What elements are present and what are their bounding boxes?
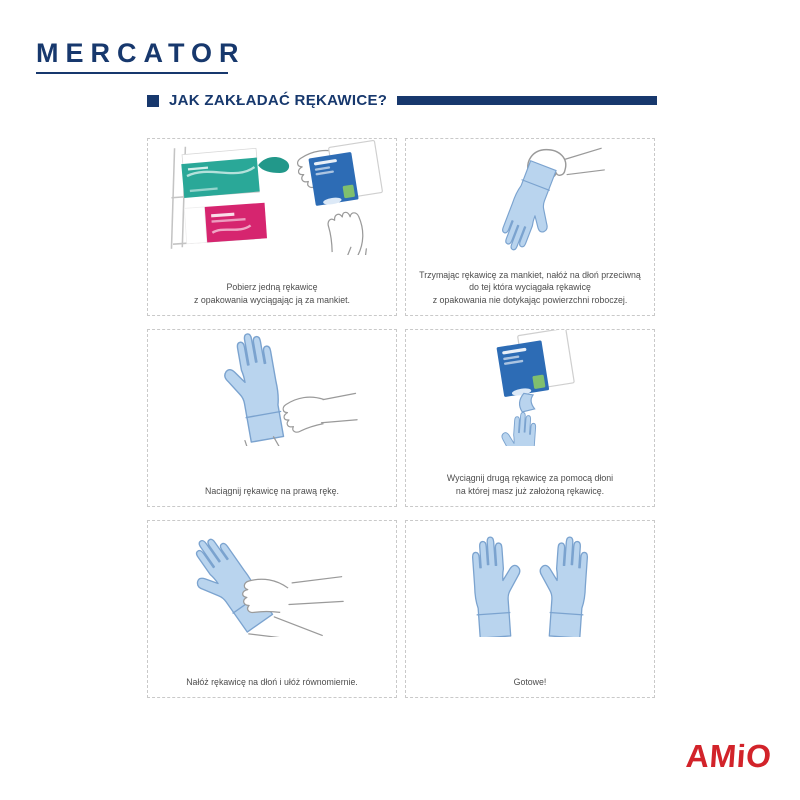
step-2-caption: Trzymając rękawicę za mankiet, nałóż na …: [419, 270, 641, 305]
glove-boxes-on-wall-rack-illustration: [170, 139, 384, 255]
left-glove-icon: [470, 534, 525, 637]
both-hands-gloved-illustration: [470, 534, 590, 637]
step-5-caption: Nałóż rękawicę na dłoń i ułóż równomiern…: [186, 676, 358, 687]
step-3-caption: Naciągnij rękawicę na prawą rękę.: [205, 485, 339, 496]
pulled-glove-icon: [258, 156, 290, 174]
forearm-lines: [347, 246, 367, 255]
mercator-wordmark: MERCATOR: [36, 38, 246, 68]
right-glove-icon: [535, 534, 590, 637]
forearm-lines: [248, 616, 323, 637]
step-4-panel: Wyciągnij drugą rękawicę za pomocą dłoni…: [405, 329, 655, 507]
step-3-panel: Naciągnij rękawicę na prawą rękę.: [147, 329, 397, 507]
mercator-logo: MERCATOR: [36, 38, 246, 74]
step-2-panel: Trzymając rękawicę za mankiet, nałóż na …: [405, 138, 655, 316]
step-4-caption: Wyciągnij drugą rękawicę za pomocą dłoni…: [446, 473, 614, 496]
steps-grid: Pobierz jedną rękawicę z opakowania wyci…: [147, 138, 657, 698]
pulling-glove-on-hand-illustration: [217, 330, 358, 446]
forearm-lines: [244, 436, 280, 446]
step-5-panel: Nałóż rękawicę na dłoń i ułóż równomiern…: [147, 520, 397, 698]
step-1-panel: Pobierz jedną rękawicę z opakowania wyci…: [147, 138, 397, 316]
arm-lines: [320, 392, 358, 424]
amio-logo: AMiO: [685, 738, 774, 774]
section-header: JAK ZAKŁADAĆ RĘKAWICE?: [147, 92, 657, 109]
teal-glove-box: [181, 147, 260, 199]
blue-glove-box: [495, 330, 575, 399]
hand-icon: [282, 396, 325, 433]
pink-glove-box: [183, 202, 268, 245]
glove-cuff-icon: [518, 392, 536, 413]
header-rule-bar: [397, 96, 657, 105]
step-6-caption: Gotowe!: [513, 676, 547, 687]
step-1-caption: Pobierz jedną rękawicę z opakowania wyci…: [194, 282, 350, 305]
hand-icon: [322, 208, 368, 255]
smoothing-glove-illustration: [177, 529, 344, 637]
arm-lines: [564, 147, 605, 176]
header-bullet-square: [147, 94, 159, 107]
step-6-panel: Gotowe!: [405, 520, 655, 698]
mercator-underline: [36, 72, 228, 74]
hand-holding-glove-illustration: [496, 147, 605, 255]
arm-lines: [288, 576, 344, 606]
page-title: JAK ZAKŁADAĆ RĘKAWICE?: [169, 92, 388, 109]
gloved-hand-icon: [217, 330, 287, 446]
gloved-hand-icon: [498, 410, 538, 446]
pulling-second-glove-illustration: [495, 330, 575, 446]
